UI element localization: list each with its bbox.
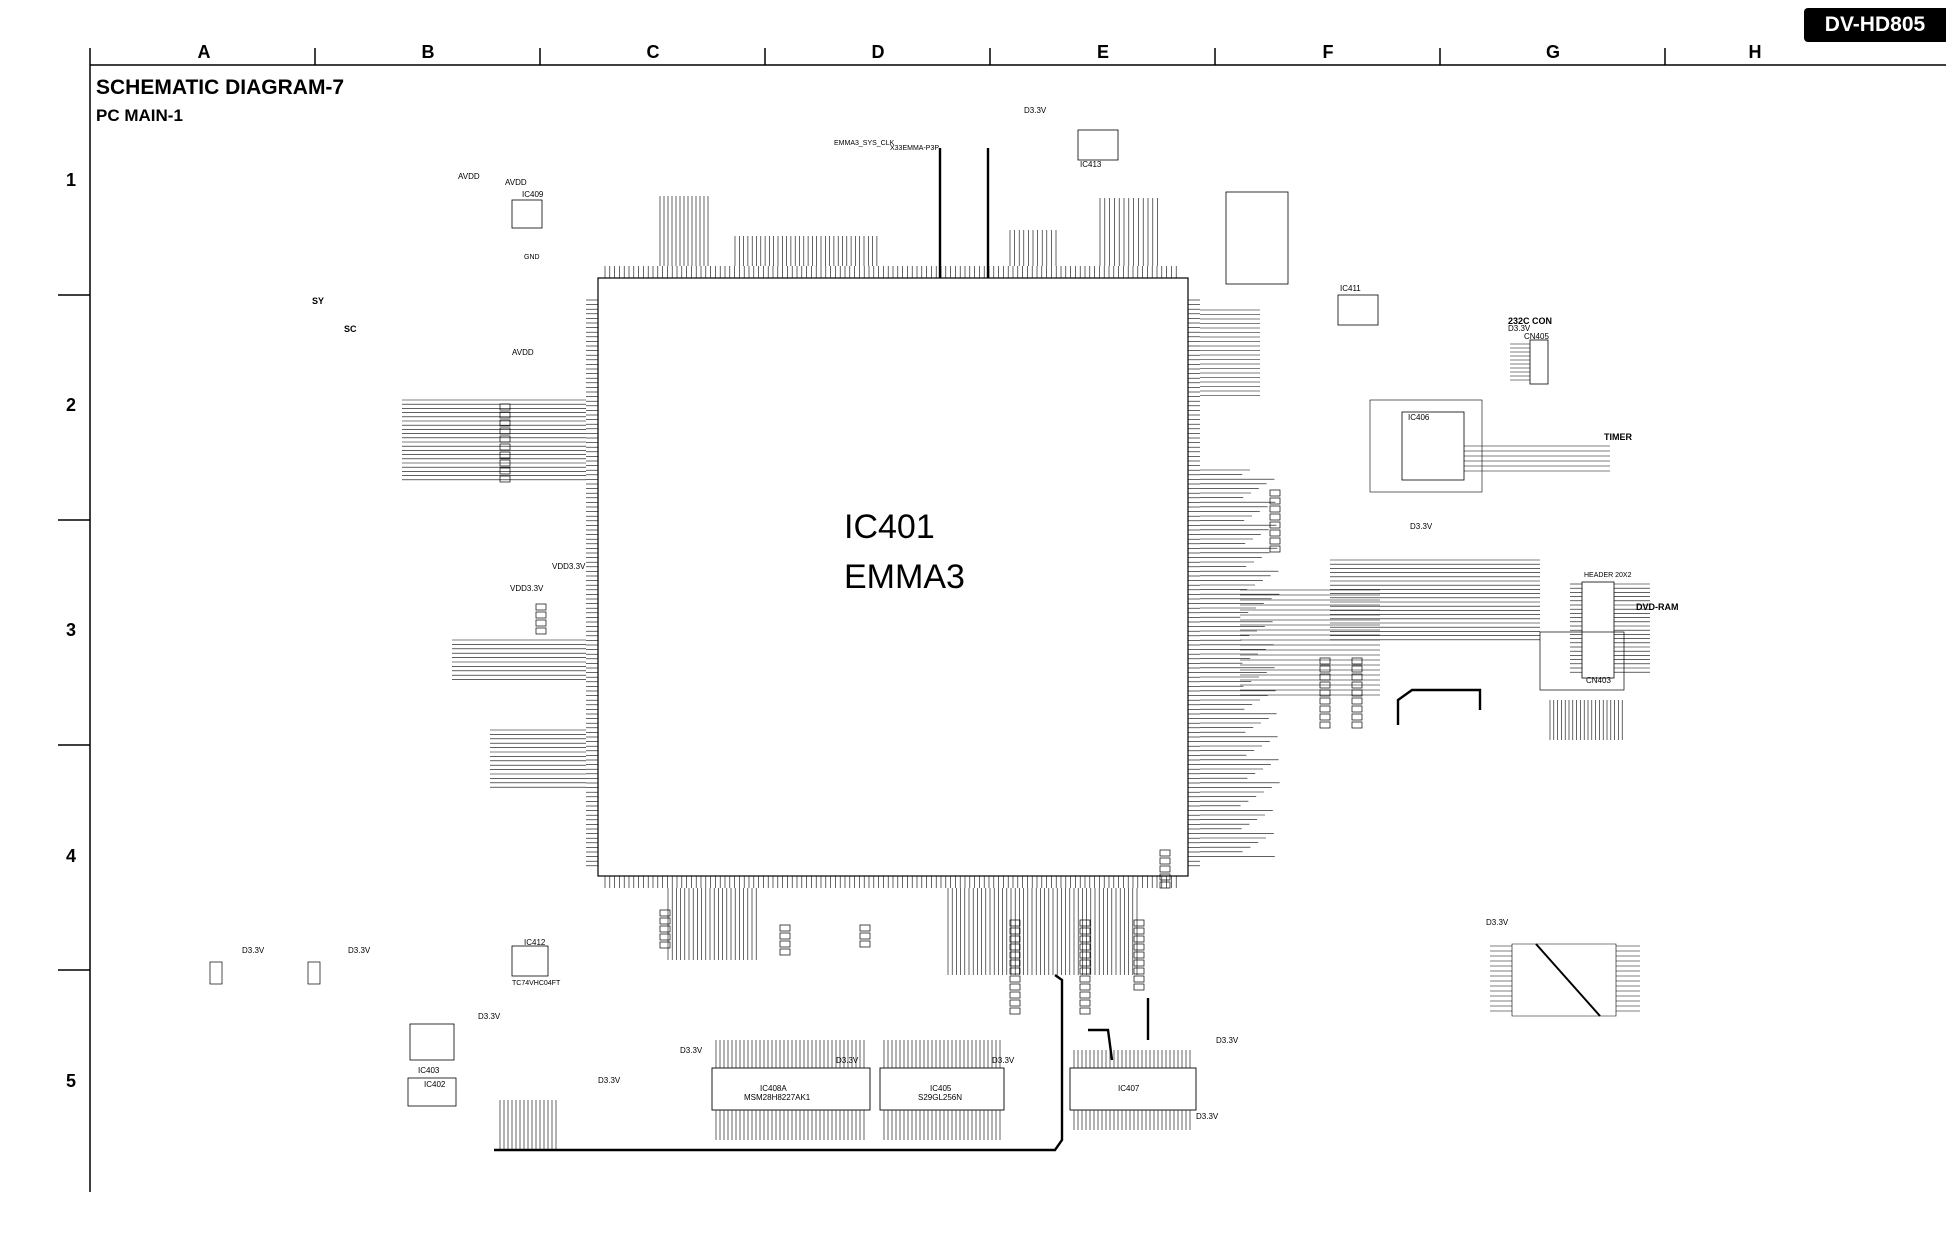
cn405-label: CN405 (1524, 332, 1549, 341)
ic405-part: S29GL256N (918, 1093, 963, 1102)
column-label-h: H (1748, 42, 1762, 62)
ic411-label: IC411 (1340, 284, 1361, 293)
diagram-subtitle: PC MAIN-1 (96, 106, 183, 125)
ic409-label: IC409 (522, 190, 544, 199)
main-ic-part-number: EMMA3 (844, 558, 965, 596)
cn403-label: CN403 (1586, 676, 1611, 685)
ic402-label: IC402 (424, 1080, 446, 1089)
column-label-a: A (197, 42, 211, 62)
row-label-3: 3 (66, 620, 77, 640)
power-d33-232: D3.3V (1508, 324, 1531, 333)
power-d33-d: D3.3V (598, 1076, 621, 1085)
power-avdd-1: AVDD (458, 172, 480, 181)
power-d33-g: D3.3V (992, 1056, 1015, 1065)
power-vdd33-1: VDD3.3V (552, 562, 586, 571)
signal-sy: SY (312, 296, 325, 306)
row-label-5: 5 (66, 1071, 77, 1091)
diagram-title: SCHEMATIC DIAGRAM-7 (96, 76, 345, 99)
power-d33-b: D3.3V (348, 946, 371, 955)
signal-timer: TIMER (1604, 432, 1632, 442)
column-label-f: F (1322, 42, 1334, 62)
power-d33-c: D3.3V (478, 1012, 501, 1021)
model-tag: DV-HD805 (1804, 8, 1946, 42)
power-vdd33-2: VDD3.3V (510, 584, 544, 593)
column-label-g: G (1545, 42, 1560, 62)
power-avdd-3: AVDD (512, 348, 534, 357)
ic408a-label: IC408A (760, 1084, 787, 1093)
power-d33-i: D3.3V (1196, 1112, 1219, 1121)
main-ic-reference: IC401 (844, 508, 935, 546)
row-label-4: 4 (66, 846, 77, 866)
power-d33-ic406: D3.3V (1410, 522, 1433, 531)
ic405-label: IC405 (930, 1084, 952, 1093)
ic408a-part: MSM28H8227AK1 (744, 1093, 811, 1102)
power-d33-h: D3.3V (1216, 1036, 1239, 1045)
signal-dvd-ram: DVD-RAM (1636, 602, 1679, 612)
power-avdd-2: AVDD (505, 178, 527, 187)
ic407-label: IC407 (1118, 1084, 1140, 1093)
signal-header: HEADER 20X2 (1584, 572, 1632, 579)
signal-sc: SC (344, 324, 357, 334)
ic412-label: IC412 (524, 938, 546, 947)
column-label-b: B (421, 42, 435, 62)
ic406-label: IC406 (1408, 413, 1430, 422)
power-d33-e: D3.3V (680, 1046, 703, 1055)
ic412-part: TC74VHC04FT (512, 980, 561, 987)
power-d33-j: D3.3V (1486, 918, 1509, 927)
power-d33-a: D3.3V (242, 946, 265, 955)
signal-232c-con: 232C CON (1508, 316, 1553, 326)
ic413-label: IC413 (1080, 160, 1102, 169)
column-label-d: D (871, 42, 885, 62)
power-gnd: GND (524, 254, 540, 261)
power-d33-f: D3.3V (836, 1056, 859, 1065)
column-label-c: C (646, 42, 660, 62)
signal-clk-net: EMMA3_SYS_CLK (834, 140, 895, 147)
signal-clk-conn: X33EMMA-P3P (890, 145, 940, 152)
ic403-label: IC403 (418, 1066, 440, 1075)
power-d33-top: D3.3V (1024, 106, 1047, 115)
row-label-1: 1 (66, 170, 77, 190)
column-label-e: E (1096, 42, 1109, 62)
row-label-2: 2 (66, 395, 77, 415)
